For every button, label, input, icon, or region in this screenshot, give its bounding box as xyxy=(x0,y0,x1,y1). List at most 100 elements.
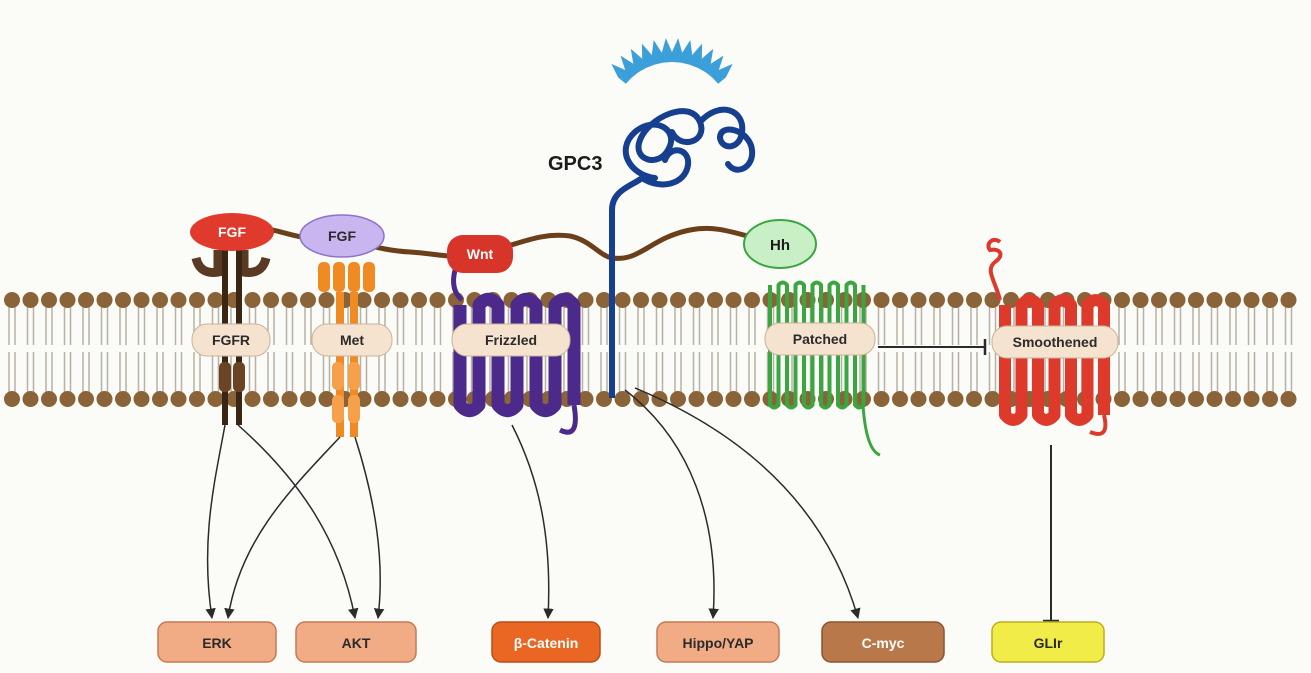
lipid-head xyxy=(984,391,1001,407)
heparan-sulfate-fan xyxy=(611,38,733,84)
patched-receptor xyxy=(768,280,881,457)
lipid-head xyxy=(1132,292,1149,308)
lipid-head xyxy=(1188,391,1204,407)
lipid-head xyxy=(929,292,945,308)
lipid-head xyxy=(115,292,131,308)
lipid-head xyxy=(1003,292,1019,308)
lipid-head xyxy=(1225,391,1241,407)
lipid-head xyxy=(633,391,649,407)
lipid-head xyxy=(374,292,390,308)
lipid-head xyxy=(910,292,927,308)
lipid-head xyxy=(244,292,261,308)
smoothened-label: Smoothened xyxy=(1013,334,1098,350)
lipid-head xyxy=(411,391,427,407)
lipid-head xyxy=(281,292,298,308)
lipid-head xyxy=(744,292,760,308)
lipid-head xyxy=(1243,292,1260,308)
arrow-met-erk xyxy=(224,436,341,620)
lipid-head xyxy=(300,292,316,308)
lipid-head xyxy=(596,292,612,308)
lipid-head xyxy=(41,292,57,308)
lipid-head xyxy=(281,391,298,407)
wnt-ligand-label: Wnt xyxy=(467,246,494,262)
lipid-head xyxy=(96,292,113,308)
lipid-head xyxy=(670,391,686,407)
glir-box xyxy=(991,621,1105,663)
arrow-fgfr-erk xyxy=(205,424,226,620)
lipid-head xyxy=(984,292,1001,308)
lipid-head xyxy=(4,391,20,407)
lipid-head xyxy=(207,391,224,407)
lipid-head xyxy=(263,391,279,407)
patched-inhibits-smoothened xyxy=(878,339,987,355)
lipid-head xyxy=(392,292,409,308)
lipid-head xyxy=(596,391,612,407)
arrow-met-akt xyxy=(354,436,385,620)
lipid-head xyxy=(1280,292,1297,308)
lipid-head xyxy=(300,391,316,407)
lipid-head xyxy=(614,391,631,407)
smoothened-n-terminus xyxy=(986,237,1003,301)
met-receptor xyxy=(318,262,375,437)
frizzled-receptor xyxy=(453,292,581,435)
lipid-head xyxy=(41,391,57,407)
cmyc-box xyxy=(821,621,945,663)
lipid-head xyxy=(577,292,594,308)
lipid-head xyxy=(22,391,39,407)
lipid-head xyxy=(892,391,908,407)
patched-label: Patched xyxy=(793,331,847,347)
frizzled-label: Frizzled xyxy=(485,332,537,348)
lipid-head xyxy=(725,292,742,308)
lipid-head xyxy=(189,391,205,407)
hh-ligand-label: Hh xyxy=(770,237,790,254)
lipid-head xyxy=(318,391,335,407)
receptor-labels: FGFR Met Frizzled Patched Smoothened xyxy=(191,322,1119,359)
lipid-head xyxy=(744,391,760,407)
lipid-head xyxy=(651,292,668,308)
gpc3-label: GPC3 xyxy=(548,153,602,175)
lipid-head xyxy=(22,292,39,308)
cmyc-label: C-myc xyxy=(862,635,905,651)
akt-label: AKT xyxy=(342,635,371,651)
lipid-head xyxy=(873,292,890,308)
lipid-head xyxy=(966,292,982,308)
lipid-head xyxy=(244,391,261,407)
fgfr-label: FGFR xyxy=(212,332,250,348)
wnt-ligand xyxy=(447,235,513,273)
lipid-head xyxy=(78,391,94,407)
lipid-head xyxy=(374,391,390,407)
smoothened-inhibits-glir xyxy=(1043,445,1059,623)
lipid-head xyxy=(1280,391,1297,407)
lipid-head xyxy=(707,391,723,407)
lipid-head xyxy=(78,292,94,308)
lipid-head xyxy=(115,391,131,407)
lipid-head xyxy=(392,391,409,407)
fgf-ligand-1-label: FGF xyxy=(218,224,246,240)
lipid-head xyxy=(966,391,982,407)
lipid-head xyxy=(207,292,224,308)
arrow-fgfr-akt xyxy=(237,424,359,620)
beta-catenin-label: β-Catenin xyxy=(514,635,579,651)
fgf-ligand-2-label: FGF xyxy=(328,228,356,244)
lipid-head xyxy=(873,391,890,407)
lipid-head xyxy=(670,292,686,308)
lipid-head xyxy=(355,292,372,308)
lipid-head xyxy=(1225,292,1241,308)
lipid-head xyxy=(4,292,20,308)
met-label: Met xyxy=(340,332,364,348)
smoothened-receptor xyxy=(999,294,1110,436)
lipid-head xyxy=(152,391,168,407)
lipid-head xyxy=(1151,292,1167,308)
lipid-head xyxy=(688,391,705,407)
lipid-head xyxy=(133,292,150,308)
beta-catenin-box xyxy=(491,621,601,663)
fgf-ligand-2 xyxy=(299,214,385,258)
lipid-head xyxy=(189,292,205,308)
hippo-yap-label: Hippo/YAP xyxy=(682,635,753,651)
lipid-head xyxy=(1114,391,1130,407)
lipid-head xyxy=(577,391,594,407)
lipid-head xyxy=(947,292,964,308)
output-boxes: ERK AKT β-Catenin Hippo/YAP C-myc GLIr xyxy=(157,621,1105,663)
lipid-head xyxy=(59,292,76,308)
lipid-head xyxy=(707,292,723,308)
